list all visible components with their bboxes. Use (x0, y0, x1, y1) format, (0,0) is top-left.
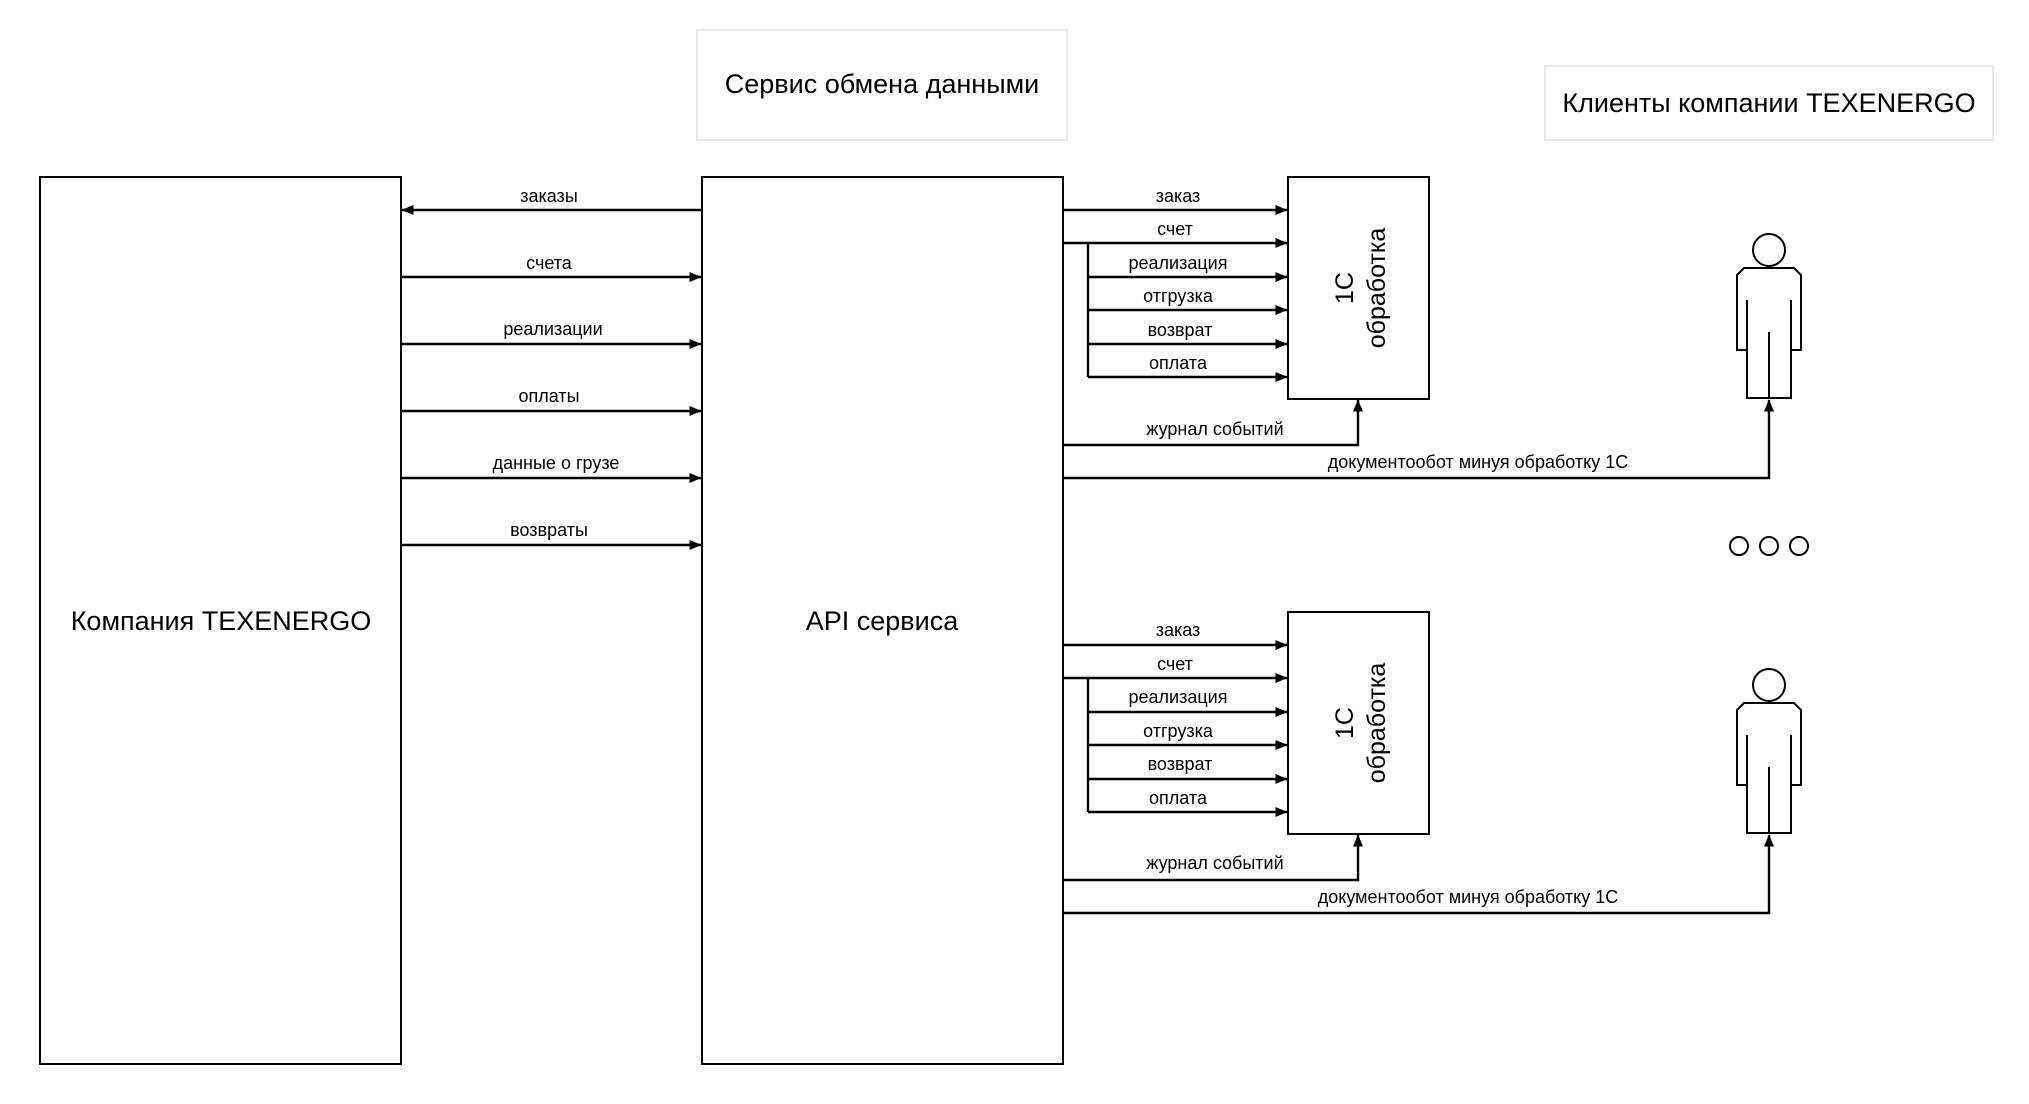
doc-label: оплата (1149, 788, 1208, 808)
client-block-1: 1С обработка заказ счет реализация отгру… (1063, 176, 1802, 480)
processing-label-line2: обработка (1363, 228, 1391, 349)
flow-label-to-api: оплаты (518, 386, 579, 406)
client-block-2: 1С обработка заказ счет реализация отгру… (1063, 611, 1802, 915)
person-icon (1736, 233, 1802, 399)
doc-label: заказ (1156, 186, 1201, 206)
doc-label: реализация (1129, 687, 1228, 707)
doc-label: заказ (1156, 620, 1201, 640)
event-log-label: журнал событий (1146, 853, 1283, 873)
doc-label: реализация (1129, 253, 1228, 273)
flow-label-to-api: данные о грузе (493, 453, 620, 473)
flow-label-to-api: возвраты (510, 520, 588, 540)
bypass-label: документообот минуя обработку 1С (1318, 887, 1618, 907)
service-title: Сервис обмена данными (725, 69, 1040, 99)
doc-label: оплата (1149, 353, 1208, 373)
doc-label: счет (1157, 654, 1193, 674)
doc-label: возврат (1148, 320, 1213, 340)
flow-label-to-company: заказы (520, 186, 578, 206)
flow-label-to-api: счета (526, 253, 573, 273)
doc-label: отгрузка (1143, 721, 1214, 741)
api-label: API сервиса (806, 606, 959, 636)
company-box: Компания TEXENERGO (39, 176, 402, 1065)
event-log-label: журнал событий (1146, 419, 1283, 439)
flow-label-to-api: реализации (503, 319, 602, 339)
company-flows: заказы счета реализации оплаты данные о … (401, 186, 702, 550)
processing-label-line2: обработка (1363, 663, 1391, 784)
processing-box (1287, 176, 1430, 400)
clients-title: Клиенты компании TEXENERGO (1562, 88, 1975, 118)
bypass-label: документообот минуя обработку 1С (1328, 452, 1628, 472)
doc-label: счет (1157, 219, 1193, 239)
bypass-arrow (1063, 834, 1774, 915)
person-icon (1736, 668, 1802, 834)
service-header: Сервис обмена данными (696, 29, 1068, 141)
bypass-arrow (1063, 399, 1774, 480)
clients-header: Клиенты компании TEXENERGO (1544, 65, 1994, 141)
doc-label: возврат (1148, 754, 1213, 774)
doc-label: отгрузка (1143, 286, 1214, 306)
company-label: Компания TEXENERGO (71, 606, 372, 636)
ellipsis-circles-icon (1729, 536, 1809, 556)
event-log-arrow (1063, 834, 1363, 882)
processing-box (1287, 611, 1430, 835)
event-log-arrow (1063, 399, 1363, 447)
api-box: API сервиса (701, 176, 1064, 1065)
processing-label-line1: 1С (1331, 272, 1359, 304)
processing-label-line1: 1С (1331, 707, 1359, 739)
